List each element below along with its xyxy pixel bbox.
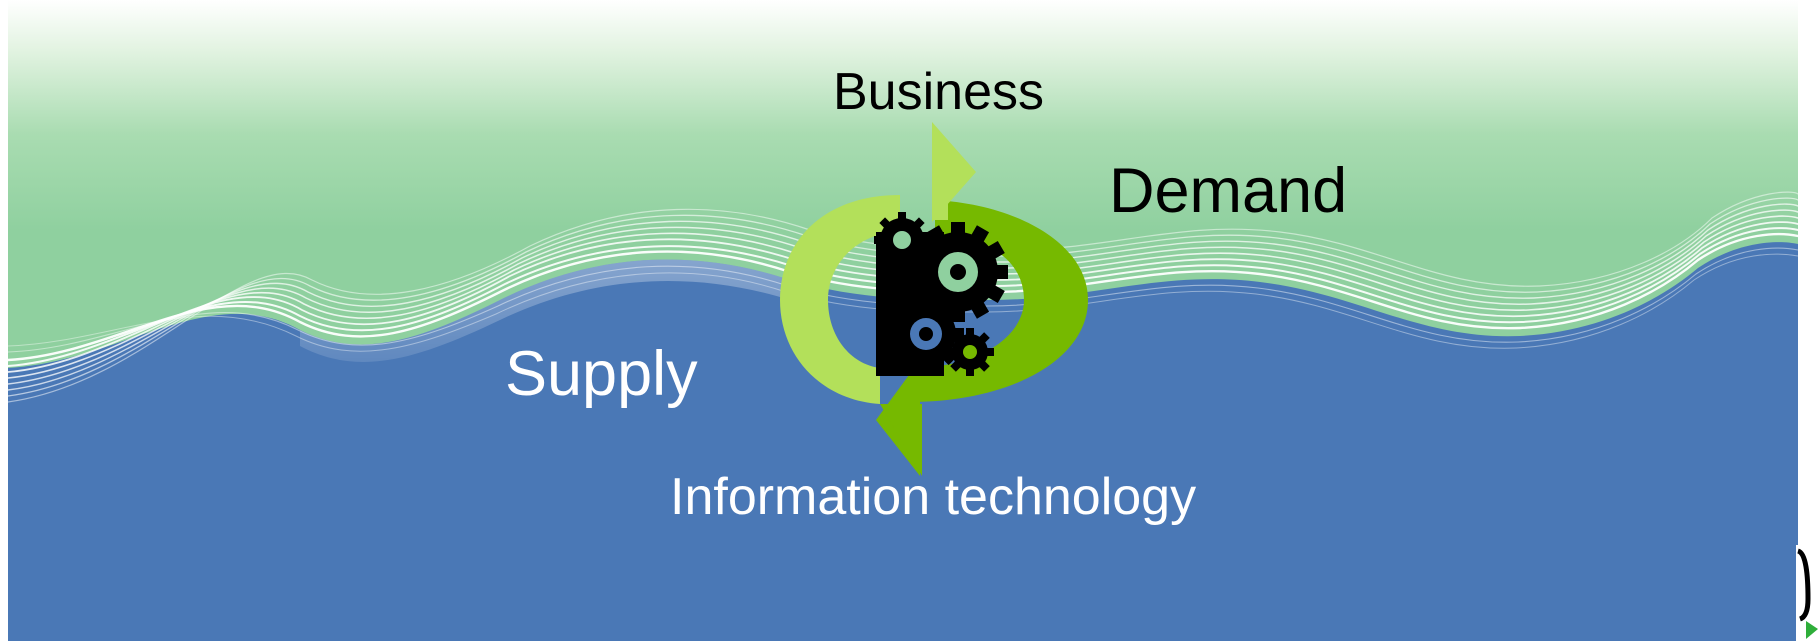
label-business: Business <box>833 63 1044 121</box>
label-information-technology: Information technology <box>670 468 1197 526</box>
label-demand: Demand <box>1109 156 1348 226</box>
gears-icon <box>874 212 1008 376</box>
cycle-arrows-icon <box>780 122 1088 476</box>
corner-fragment <box>1796 545 1820 641</box>
label-supply: Supply <box>505 339 698 409</box>
